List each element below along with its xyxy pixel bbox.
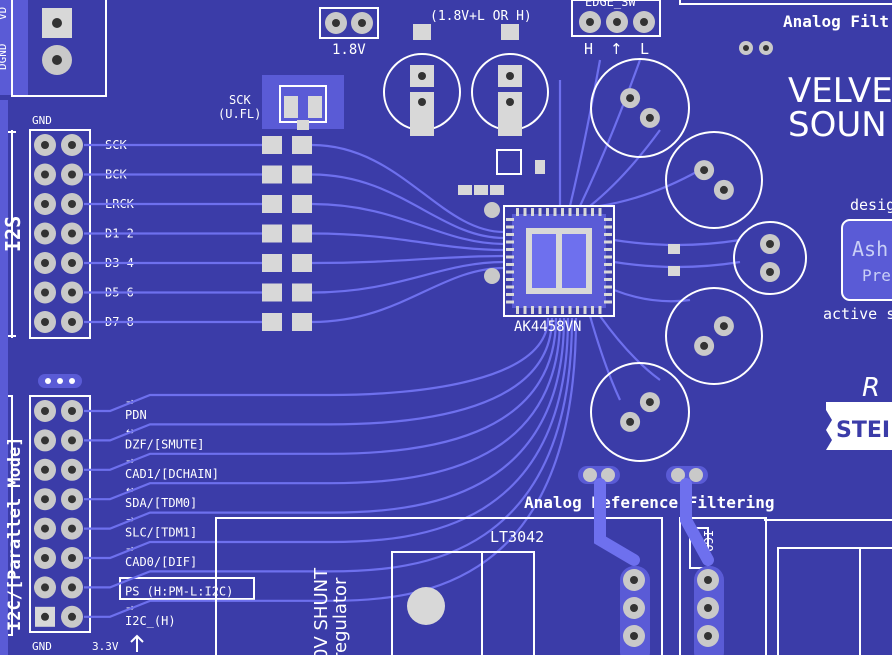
sw-label-l: L bbox=[640, 40, 649, 58]
top-note: (1.8V+L OR H) bbox=[430, 9, 532, 24]
i2c-pin-row: →SLC/[TDM1] bbox=[34, 515, 197, 540]
i2s-resistor-array bbox=[262, 136, 312, 331]
cap-c1 bbox=[383, 24, 461, 136]
edge-sw-box bbox=[571, 0, 661, 37]
sck-ufl-label-1: SCK bbox=[229, 93, 251, 107]
i2c-side-label: I2C/[Parallel Mode] bbox=[5, 437, 25, 631]
i2s-gnd-label: GND bbox=[32, 114, 52, 127]
via-pair-top bbox=[739, 41, 773, 55]
i2c-pin-label: DZF/[SMUTE] bbox=[125, 437, 204, 451]
edge-sw-label: EDGE_SW bbox=[585, 0, 636, 9]
ref-pins-col2 bbox=[694, 566, 724, 655]
ps-label-box bbox=[119, 577, 255, 600]
brand-design: desig bbox=[850, 196, 892, 214]
brand-active: active s bbox=[823, 305, 892, 323]
i2c-pin-row: →PDN bbox=[34, 397, 147, 422]
chip-name: AK4458VN bbox=[514, 319, 581, 335]
i2s-pin-row: D5-6 bbox=[34, 281, 134, 304]
mount-pad bbox=[407, 587, 445, 625]
brand-box bbox=[841, 219, 892, 301]
right-regulator-box bbox=[777, 547, 892, 655]
output-cap bbox=[665, 131, 763, 229]
series-resistor bbox=[262, 313, 312, 331]
brand-stereo: STEI bbox=[836, 418, 890, 443]
dgnd-label: DGND bbox=[0, 44, 9, 71]
brand-line1: VELVE bbox=[788, 71, 892, 111]
sck-ufl-label-2: (U.FL) bbox=[218, 107, 261, 121]
i2c-pin-row: ↔DZF/[SMUTE] bbox=[34, 426, 204, 452]
i2c-pin-row: →CAD1/[DCHAIN] bbox=[34, 456, 219, 481]
sw-label-h: H bbox=[584, 40, 593, 58]
analog-ref-label: Analog Reference Filtering bbox=[524, 493, 774, 512]
copper-pour-left-strip bbox=[0, 100, 8, 655]
ufl-connector[interactable] bbox=[262, 75, 344, 130]
i2c-pin-row: PS_(H:PM-L:I2C) bbox=[34, 576, 233, 599]
signal-traces bbox=[84, 59, 741, 618]
edge-switch[interactable] bbox=[579, 11, 655, 33]
vdd-header bbox=[319, 7, 379, 39]
power-connector bbox=[11, 0, 107, 97]
copper-pour-top-left bbox=[0, 0, 28, 95]
analog-filter-box bbox=[679, 0, 892, 5]
output-cap bbox=[590, 362, 690, 462]
series-resistor bbox=[262, 254, 312, 272]
i2c-header-outline bbox=[29, 395, 91, 633]
i2c-pin-row: →I2C_(H) bbox=[35, 603, 176, 628]
series-resistor bbox=[262, 165, 312, 184]
i2s-pin-row: SCK bbox=[34, 134, 127, 156]
i2c-pin-label: SDA/[TDM0] bbox=[125, 496, 197, 510]
ref-pins-col1 bbox=[620, 566, 650, 655]
i2c-gnd-label: GND bbox=[32, 640, 52, 653]
vdd-label: 1.8V bbox=[332, 42, 366, 58]
series-resistor bbox=[262, 224, 312, 243]
ref-via-pairs bbox=[578, 466, 708, 484]
v33-arrow-icon bbox=[130, 634, 144, 652]
i2c-pin-label: I2C_(H) bbox=[125, 614, 176, 628]
brand-box-line2: Pre bbox=[862, 266, 891, 285]
brand-box-line1: Ash bbox=[852, 237, 888, 261]
i2c-pin-row: ↔SDA/[TDM0] bbox=[34, 485, 197, 511]
vd-label: VD bbox=[0, 7, 9, 20]
series-resistor bbox=[262, 136, 312, 154]
cap-c2 bbox=[471, 24, 549, 136]
sw-label-arrow: ↑ bbox=[610, 40, 623, 58]
brand-script: R bbox=[862, 373, 880, 403]
stereo-banner bbox=[826, 402, 892, 450]
series-resistor bbox=[262, 283, 312, 302]
i2c-v33-label: 3.3V bbox=[92, 640, 119, 653]
brand-line2: SOUN bbox=[788, 105, 887, 145]
output-cap bbox=[665, 287, 763, 385]
dac-chip bbox=[503, 205, 615, 317]
i2c-pin-label: CAD1/[DCHAIN] bbox=[125, 467, 219, 481]
i2c-pin-label: CAD0/[DIF] bbox=[125, 555, 197, 569]
output-cap bbox=[733, 221, 807, 295]
i2c-pin-label: PS_(H:PM-L:I2C) bbox=[125, 584, 233, 598]
i2c-pin-label: PDN bbox=[125, 408, 147, 422]
output-cap bbox=[590, 58, 690, 158]
shunt-line2: regulator bbox=[330, 577, 351, 655]
lt3042-label: LT3042 bbox=[490, 528, 544, 546]
shunt-line1: 0V SHUNT bbox=[311, 567, 332, 655]
series-resistor bbox=[262, 195, 312, 213]
i2c-dot-row bbox=[38, 374, 82, 388]
i2s-side-label: I2S bbox=[1, 216, 25, 252]
lt3042-footprint bbox=[391, 551, 535, 655]
i2s-pin-row: D7-8 bbox=[34, 311, 134, 333]
output-capacitors bbox=[590, 58, 807, 462]
igo-box bbox=[679, 517, 767, 655]
chip-decoupling-pads bbox=[458, 149, 680, 284]
i2s-pin-row: LRCK bbox=[34, 193, 135, 215]
shunt-regulator-box bbox=[215, 517, 663, 655]
i2c-pin-label: SLC/[TDM1] bbox=[125, 526, 197, 540]
analog-filter-label: Analog Filt bbox=[783, 12, 889, 31]
